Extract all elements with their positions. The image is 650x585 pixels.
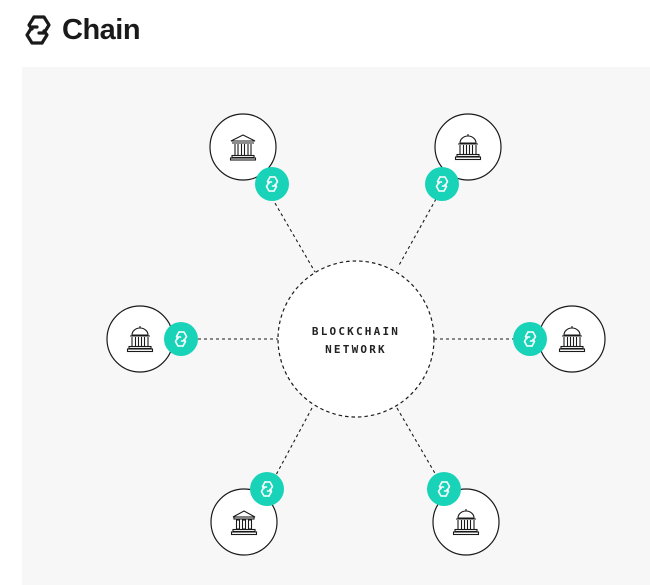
connector-bottom-left bbox=[275, 407, 313, 476]
chain-badge bbox=[425, 167, 459, 201]
chain-badge bbox=[513, 322, 547, 356]
network-diagram: BLOCKCHAIN NETWORK bbox=[106, 113, 606, 556]
chain-badge bbox=[427, 472, 461, 506]
chain-logo[interactable]: Chain bbox=[20, 12, 141, 48]
chain-badge bbox=[255, 167, 289, 201]
connector-top-left bbox=[271, 197, 316, 273]
node-circle bbox=[210, 488, 278, 556]
chain-badge bbox=[164, 322, 198, 356]
node-middle-right[interactable] bbox=[513, 305, 606, 373]
node-circle bbox=[106, 305, 174, 373]
hub-label-line1: BLOCKCHAIN bbox=[312, 325, 400, 338]
hub-circle bbox=[277, 260, 435, 418]
chain-badge bbox=[250, 472, 284, 506]
node-bottom-right[interactable] bbox=[427, 472, 500, 556]
node-middle-left[interactable] bbox=[106, 305, 198, 373]
node-circle bbox=[434, 113, 502, 181]
brand-name: Chain bbox=[62, 13, 141, 46]
node-bottom-left[interactable] bbox=[210, 472, 284, 556]
connector-bottom-right bbox=[396, 407, 437, 476]
node-top-left[interactable] bbox=[209, 113, 289, 201]
node-circle bbox=[538, 305, 606, 373]
node-circle bbox=[432, 488, 500, 556]
blockchain-hub: BLOCKCHAIN NETWORK bbox=[277, 260, 435, 418]
connector-top-right bbox=[397, 198, 437, 268]
node-top-right[interactable] bbox=[425, 113, 502, 201]
connectors bbox=[198, 197, 514, 476]
hub-label-line2: NETWORK bbox=[325, 343, 387, 356]
diagram-panel: BLOCKCHAIN NETWORK bbox=[22, 67, 650, 585]
node-circle bbox=[209, 113, 277, 181]
chain-logo-icon bbox=[25, 15, 51, 45]
